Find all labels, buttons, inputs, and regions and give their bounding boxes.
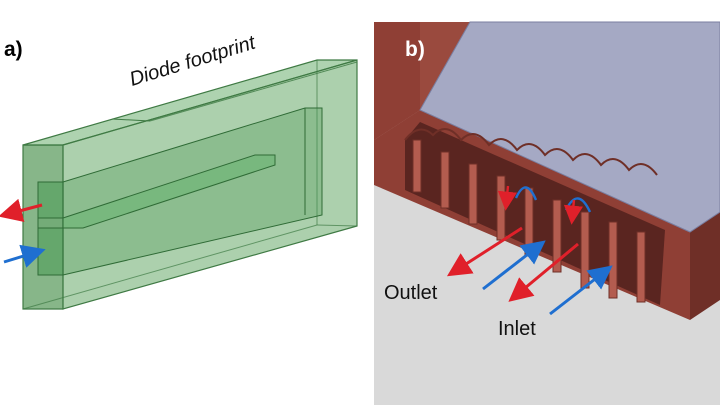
channel-fin — [552, 199, 562, 273]
down-flow-arrow — [563, 199, 583, 225]
u-turn-flow-arrow — [514, 186, 538, 201]
channel-fin — [440, 151, 450, 209]
scalloped-manifold-edge — [404, 128, 658, 176]
outlet-label: Outlet — [384, 282, 438, 304]
internal-channel — [37, 107, 323, 276]
outlet-port — [37, 181, 64, 219]
panel-b: b) Outlet Inlet — [374, 21, 720, 405]
panel-a-label: a) — [4, 38, 23, 61]
panel-a: a) Diode footprint — [0, 31, 358, 310]
copper-side-face — [690, 212, 720, 320]
channel-fin — [496, 175, 506, 241]
channel-fin — [468, 163, 478, 225]
channel-fin — [412, 139, 422, 193]
panel-b-label: b) — [405, 38, 425, 61]
down-flow-arrow — [497, 185, 517, 211]
inlet-label: Inlet — [498, 318, 536, 340]
channel-fin — [636, 231, 646, 303]
inlet-flow-arrow — [549, 265, 613, 316]
channel-fin — [580, 211, 590, 289]
outlet-flow-arrow — [508, 242, 579, 302]
inlet-flow-arrow — [482, 240, 546, 291]
channel-fin — [608, 221, 618, 299]
block-back-bottom-edge — [22, 224, 318, 310]
inlet-flow-arrow — [3, 244, 46, 268]
channel-divider-fin — [62, 154, 276, 229]
channel-fin — [524, 187, 534, 257]
diode-footprint-edge — [111, 118, 151, 122]
inlet-port — [37, 227, 64, 276]
diode-footprint-line — [149, 61, 358, 122]
block-back-corner-edge — [316, 224, 358, 227]
outlet-flow-arrow — [0, 198, 43, 223]
heat-spreader-lid — [419, 21, 720, 233]
outlet-flow-arrow — [446, 226, 523, 277]
copper-back-wall — [374, 22, 420, 140]
